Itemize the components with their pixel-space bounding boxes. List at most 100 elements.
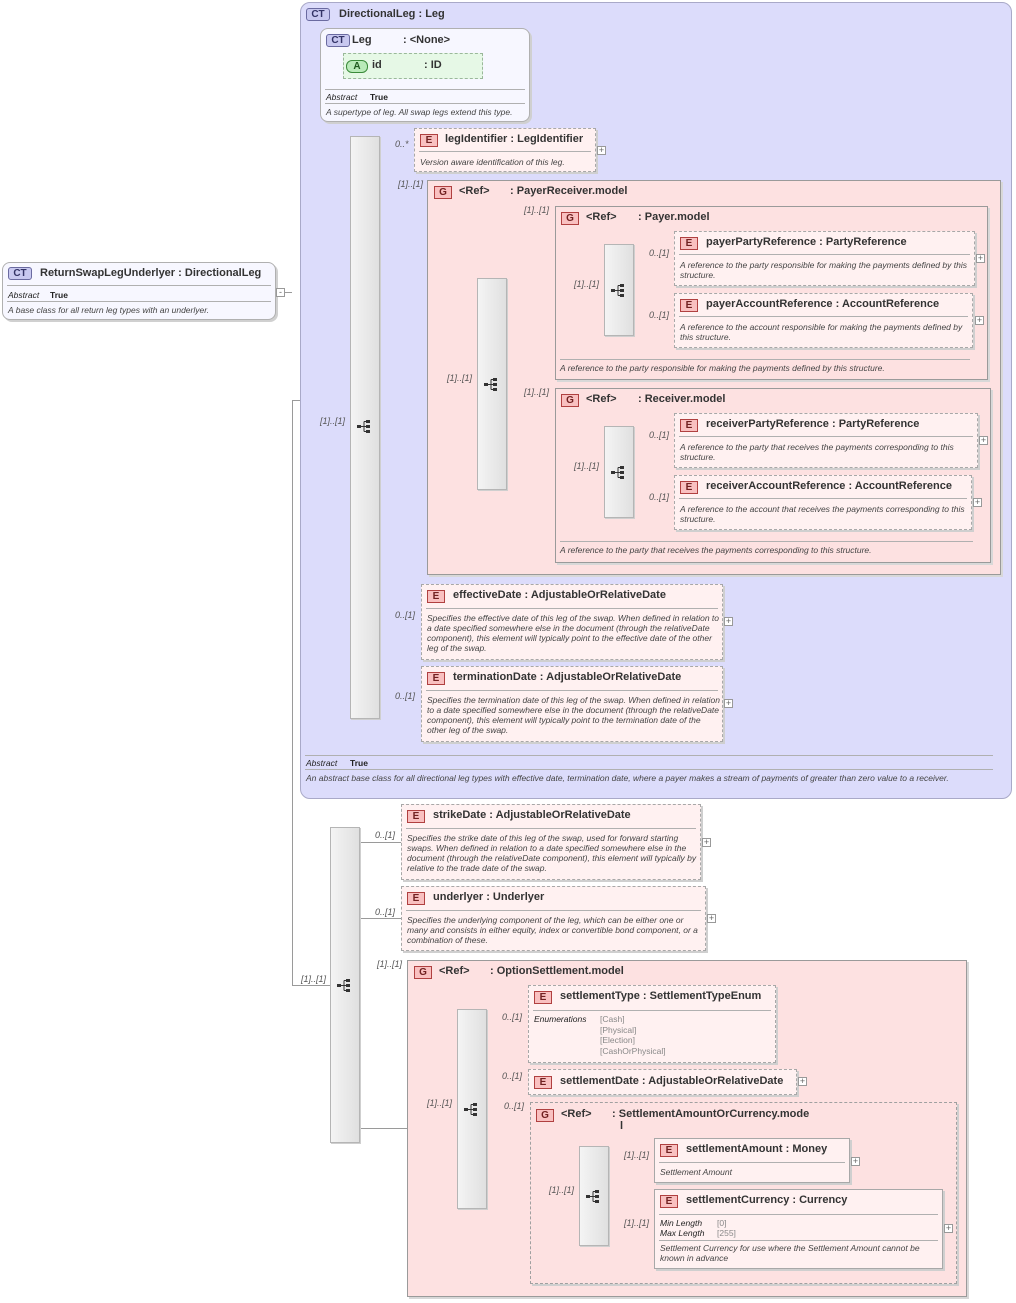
attribute-type: ID xyxy=(430,59,442,71)
element-badge-icon: E xyxy=(427,672,445,685)
group-type: Payer.model xyxy=(644,211,710,223)
element-description: A reference to the account that receives… xyxy=(680,504,965,524)
complex-type-badge-icon: CT xyxy=(306,8,330,21)
abstract-label: Abstract xyxy=(8,290,40,300)
expand-icon[interactable]: + xyxy=(944,1223,953,1233)
sequence-icon xyxy=(464,1103,477,1116)
group-type: Receiver.model xyxy=(644,393,726,405)
expand-icon[interactable]: + xyxy=(707,913,716,923)
abstract-value: True xyxy=(50,290,68,300)
connector xyxy=(360,842,402,843)
element-description: Specifies the effective date of this leg… xyxy=(427,613,720,653)
element-badge-icon: E xyxy=(660,1144,678,1157)
element-strikeDate[interactable]: E strikeDate : AdjustableOrRelativeDate … xyxy=(401,804,701,880)
cardinality: [1]..[1] xyxy=(320,416,346,426)
expand-icon[interactable]: + xyxy=(724,616,733,626)
element-type: SettlementTypeEnum xyxy=(649,990,762,1002)
expand-icon[interactable]: + xyxy=(973,497,982,507)
enum-value: [Election] xyxy=(600,1035,635,1045)
element-badge-icon: E xyxy=(534,1076,552,1089)
min-length-value: [0] xyxy=(717,1218,727,1228)
element-type: Underlyer xyxy=(492,891,545,903)
element-type: PartyReference xyxy=(838,418,920,430)
enum-value: [Physical] xyxy=(600,1024,637,1035)
element-badge-icon: E xyxy=(420,134,438,147)
expand-icon[interactable]: + xyxy=(597,145,606,155)
element-name: settlementDate xyxy=(560,1075,639,1087)
element-type: AccountReference xyxy=(854,480,952,492)
element-description: Specifies the strike date of this leg of… xyxy=(407,833,697,873)
element-description: Specifies the underlying component of th… xyxy=(407,915,698,945)
expand-icon[interactable]: + xyxy=(975,315,984,325)
attribute-id[interactable]: A id : ID xyxy=(343,53,483,79)
sequence-icon xyxy=(611,284,624,297)
leg-description: A supertype of leg. All swap legs extend… xyxy=(326,107,513,117)
cardinality: [1]..[1] xyxy=(624,1218,650,1228)
cardinality: [1]..[1] xyxy=(549,1185,575,1195)
cardinality: 0..[1] xyxy=(504,1101,525,1111)
group-name: <Ref> xyxy=(561,1108,592,1120)
expand-icon[interactable]: + xyxy=(724,698,733,708)
element-payerPartyReference[interactable]: E payerPartyReference : PartyReference A… xyxy=(674,231,975,286)
max-length-value: [255] xyxy=(717,1228,736,1238)
element-receiverPartyReference[interactable]: E receiverPartyReference : PartyReferenc… xyxy=(674,413,978,468)
cardinality: 0..[1] xyxy=(502,1071,523,1081)
expand-icon[interactable]: + xyxy=(702,837,711,847)
element-type: PartyReference xyxy=(825,236,907,248)
element-type: AdjustableOrRelativeDate xyxy=(530,589,666,601)
cardinality: [1]..[1] xyxy=(447,373,473,383)
element-type: AdjustableOrRelativeDate xyxy=(495,809,631,821)
element-settlementType[interactable]: E settlementType : SettlementTypeEnum En… xyxy=(528,985,776,1063)
element-name: effectiveDate xyxy=(453,589,522,601)
element-type: AdjustableOrRelativeDate xyxy=(648,1075,784,1087)
element-payerAccountReference[interactable]: E payerAccountReference : AccountReferen… xyxy=(674,293,973,348)
group-name: <Ref> xyxy=(459,185,490,197)
element-badge-icon: E xyxy=(407,892,425,905)
element-name: underlyer xyxy=(433,891,484,903)
cardinality: 0..[1] xyxy=(649,430,670,440)
group-name: <Ref> xyxy=(439,965,470,977)
element-name: payerAccountReference xyxy=(706,298,833,310)
group-badge-icon: G xyxy=(561,394,579,407)
element-type: AccountReference xyxy=(841,298,940,310)
group-type: SettlementAmountOrCurrency.mode xyxy=(618,1108,810,1120)
element-terminationDate[interactable]: E terminationDate : AdjustableOrRelative… xyxy=(421,666,723,742)
element-badge-icon: E xyxy=(534,991,552,1004)
attribute-badge-icon: A xyxy=(346,60,368,73)
element-description: A reference to the party that receives t… xyxy=(680,442,954,462)
group-name: <Ref> xyxy=(586,393,617,405)
element-legIdentifier[interactable]: E legIdentifier : LegIdentifier Version … xyxy=(414,128,596,172)
group-name: <Ref> xyxy=(586,211,617,223)
element-badge-icon: E xyxy=(427,590,445,603)
group-type: OptionSettlement.model xyxy=(496,965,624,977)
expand-icon[interactable]: + xyxy=(976,253,985,263)
element-settlementAmount[interactable]: E settlementAmount : Money Settlement Am… xyxy=(654,1138,850,1183)
sequence-icon xyxy=(586,1190,599,1203)
leg-type: <None> xyxy=(409,34,451,46)
directional-sequence xyxy=(350,136,380,719)
max-length-label: Max Length xyxy=(660,1228,705,1238)
min-length-label: Min Length xyxy=(660,1218,703,1228)
group-description: A reference to the party responsible for… xyxy=(560,363,885,373)
element-settlementDate[interactable]: E settlementDate : AdjustableOrRelativeD… xyxy=(528,1069,797,1095)
expand-icon[interactable]: + xyxy=(798,1076,807,1086)
expand-icon[interactable]: + xyxy=(851,1156,860,1166)
root-description: A base class for all return leg types wi… xyxy=(8,305,210,315)
expand-icon[interactable]: - xyxy=(276,288,285,297)
element-settlementCurrency[interactable]: E settlementCurrency : Currency Min Leng… xyxy=(654,1189,943,1269)
cardinality: 0..[1] xyxy=(395,610,416,620)
expand-icon[interactable]: + xyxy=(979,435,988,445)
cardinality: [1]..[1] xyxy=(574,279,600,289)
element-description: Settlement Currency for use where the Se… xyxy=(660,1243,920,1263)
enum-value: [CashOrPhysical] xyxy=(600,1045,666,1056)
cardinality: [1]..[1] xyxy=(524,387,550,397)
root-type: DirectionalLeg xyxy=(184,267,262,279)
element-underlyer[interactable]: E underlyer : Underlyer Specifies the un… xyxy=(401,886,706,951)
element-effectiveDate[interactable]: E effectiveDate : AdjustableOrRelativeDa… xyxy=(421,584,723,660)
element-receiverAccountReference[interactable]: E receiverAccountReference : AccountRefe… xyxy=(674,475,972,530)
leg-complex-type[interactable]: CT Leg : <None> A id : ID Abstract True … xyxy=(320,28,530,122)
element-description: A reference to the account responsible f… xyxy=(680,322,963,342)
complex-type-badge-icon: CT xyxy=(326,34,350,47)
root-complex-type[interactable]: CT ReturnSwapLegUnderlyer : DirectionalL… xyxy=(2,262,276,320)
cardinality: 0..[1] xyxy=(649,492,670,502)
